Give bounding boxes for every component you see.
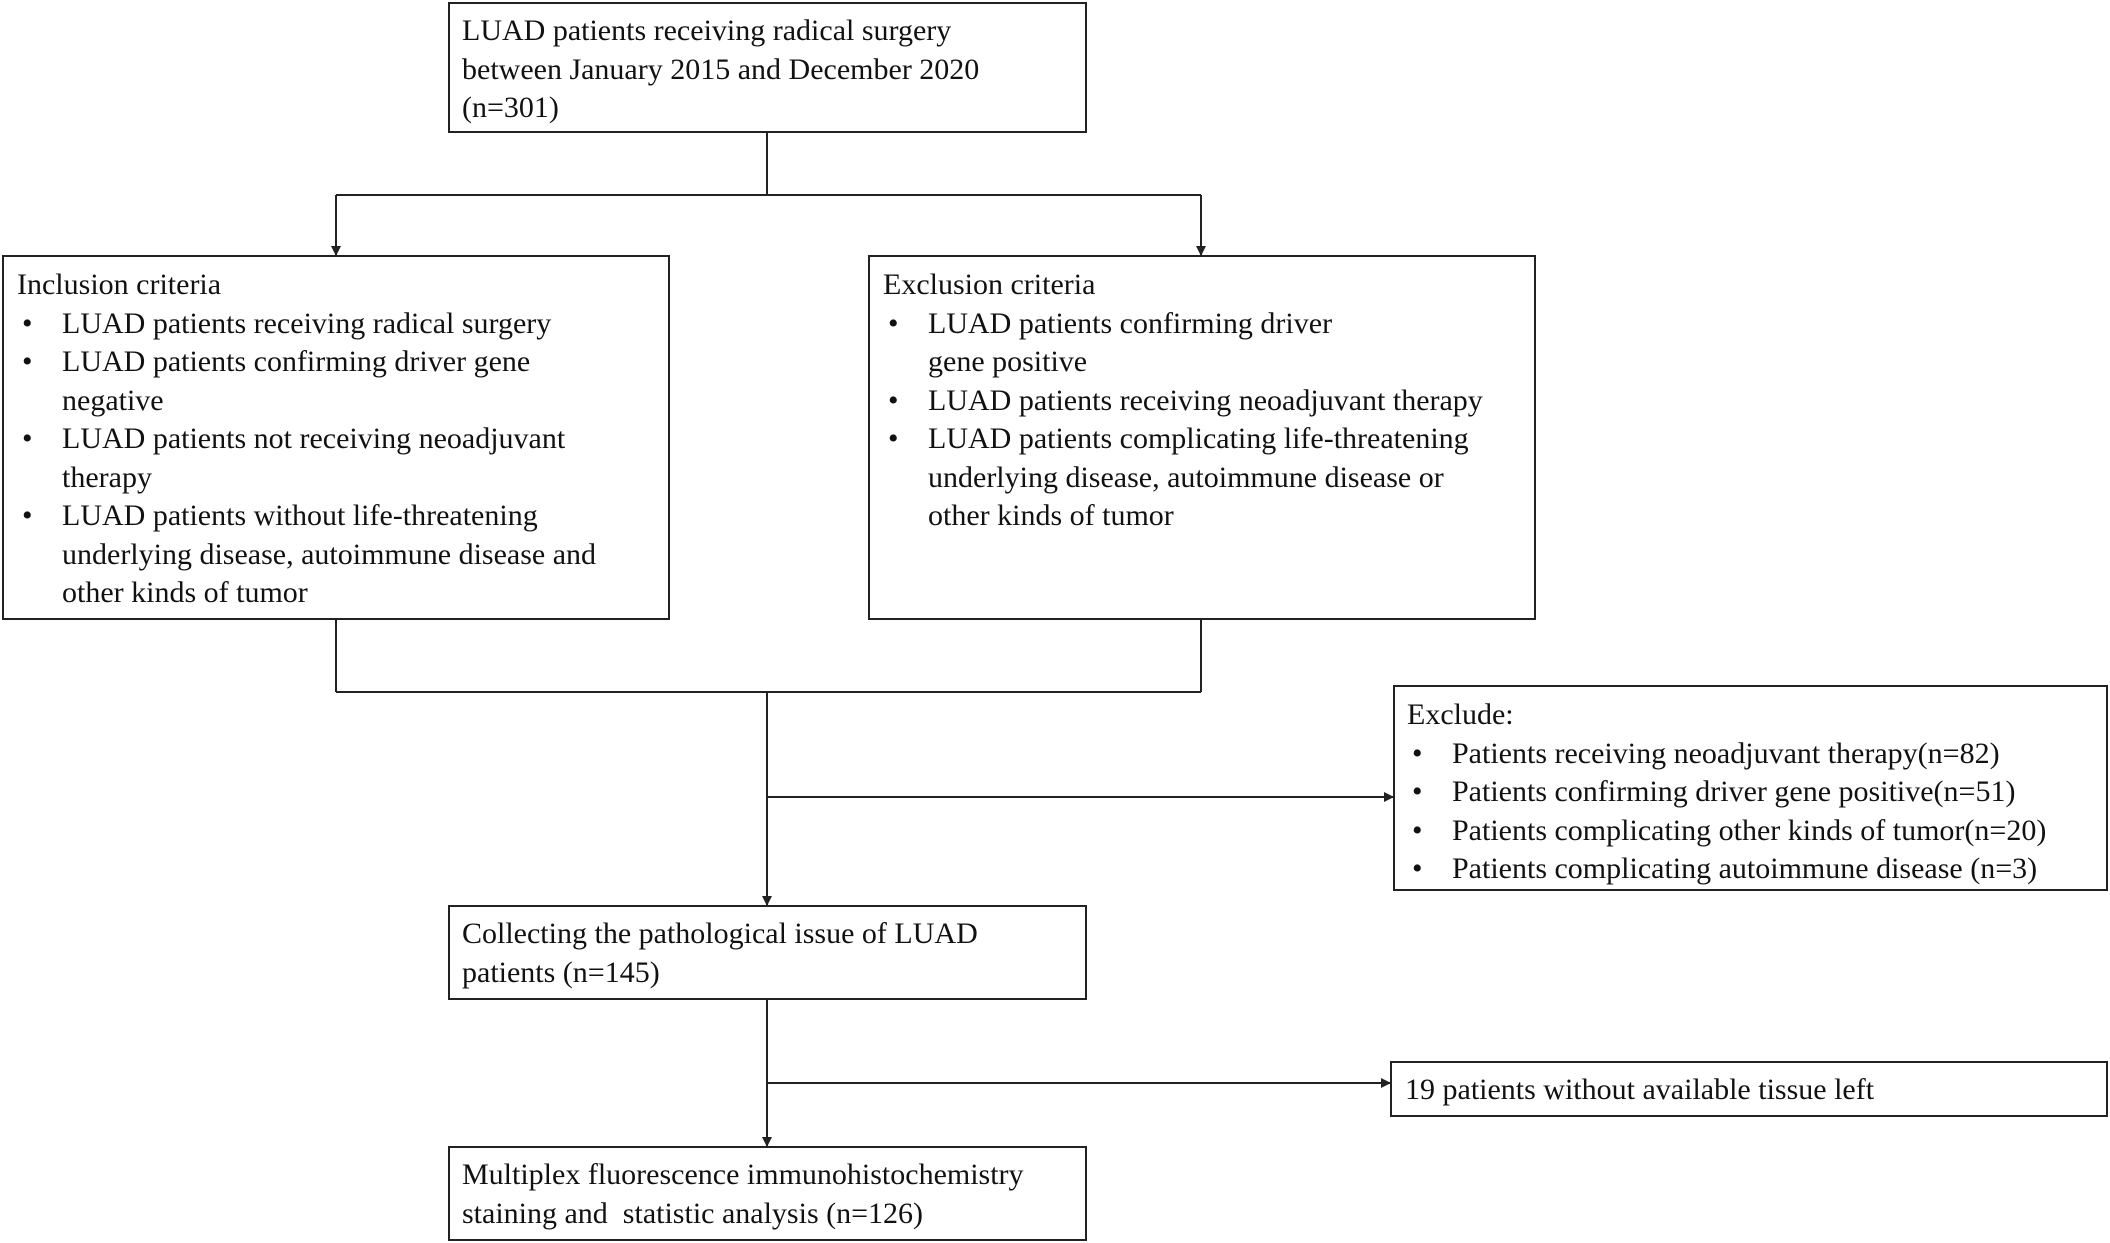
start-line-3: (n=301) (462, 91, 559, 124)
exclusion-item: LUAD patients confirming driver gene pos… (883, 305, 1528, 382)
exclude-item: Patients confirming driver gene positive… (1407, 773, 2106, 812)
inclusion-item: LUAD patients receiving radical surgery (17, 305, 648, 344)
exclusion-criteria-list: LUAD patients confirming driver gene pos… (883, 305, 1528, 536)
inclusion-item: LUAD patients without life-threatening u… (17, 497, 648, 613)
inclusion-criteria-box: Inclusion criteria LUAD patients receivi… (2, 255, 670, 620)
no-tissue-box: 19 patients without available tissue lef… (1390, 1061, 2108, 1117)
start-line-2: between January 2015 and December 2020 (462, 52, 980, 86)
exclusion-item: LUAD patients receiving neoadjuvant ther… (883, 382, 1528, 421)
exclude-title: Exclude: (1407, 698, 1514, 731)
inclusion-item: LUAD patients not receiving neoadjuvant … (17, 420, 648, 497)
exclude-list: Patients receiving neoadjuvant therapy(n… (1407, 735, 2106, 889)
inclusion-item: LUAD patients confirming driver gene neg… (17, 343, 648, 420)
no-tissue-text: 19 patients without available tissue lef… (1405, 1073, 1875, 1106)
inclusion-criteria-list: LUAD patients receiving radical surgery … (17, 305, 648, 613)
collect-line-2: patients (n=145) (462, 955, 660, 989)
inclusion-criteria-title: Inclusion criteria (17, 268, 222, 301)
final-line-2: staining and statistic analysis (n=126) (462, 1196, 924, 1230)
exclusion-criteria-box: Exclusion criteria LUAD patients confirm… (868, 255, 1536, 620)
start-line-1: LUAD patients receiving radical surgery (462, 14, 952, 47)
exclude-box: Exclude: Patients receiving neoadjuvant … (1393, 685, 2108, 891)
final-line-1: Multiplex fluorescence immunohistochemis… (462, 1158, 1024, 1191)
collect-line-1: Collecting the pathological issue of LUA… (462, 917, 978, 950)
collect-box: Collecting the pathological issue of LUA… (448, 905, 1087, 1000)
exclude-item: Patients receiving neoadjuvant therapy(n… (1407, 735, 2106, 774)
final-box: Multiplex fluorescence immunohistochemis… (448, 1146, 1087, 1241)
exclusion-criteria-title: Exclusion criteria (883, 268, 1096, 301)
exclusion-item: LUAD patients complicating life-threaten… (883, 420, 1528, 536)
exclude-item: Patients complicating other kinds of tum… (1407, 812, 2106, 851)
start-box: LUAD patients receiving radical surgery … (448, 2, 1087, 133)
exclude-item: Patients complicating autoimmune disease… (1407, 850, 2106, 889)
